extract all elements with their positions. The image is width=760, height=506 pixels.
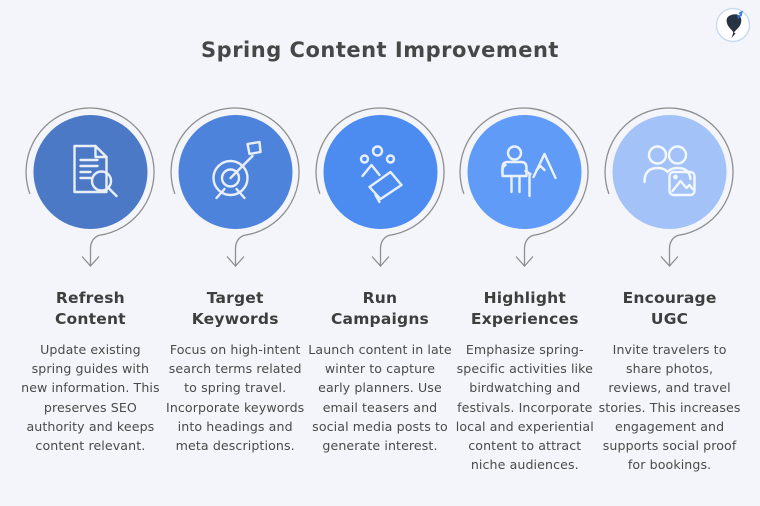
step-circle [612,115,727,229]
loop-arrow-decoration [170,107,300,267]
users-photo-icon [643,145,696,197]
bird-logo-body [726,14,742,34]
step-circle-graphic [604,107,734,267]
step-encourage-ugc: Encourage UGC Invite travelers to share … [597,90,742,475]
step-circle-graphic [314,107,445,267]
loop-arrow-decoration [25,107,155,267]
step-run-campaigns: Run Campaigns Launch content in late win… [308,90,453,475]
target-dart-icon [212,140,262,200]
steps-row: Refresh Content Update existing spring g… [18,90,742,475]
step-refresh-content: Refresh Content Update existing spring g… [18,90,163,475]
megaphone-icon [359,145,403,204]
step-description: Update existing spring guides with new i… [21,341,160,454]
step-highlight-experiences: Highlight Experiences Emphasize spring-s… [452,90,597,475]
loop-arrow-decoration [604,107,734,267]
page-title: Spring Content Improvement [201,38,559,62]
step-title: Encourage UGC [622,289,717,329]
bird-logo [715,7,751,43]
step-circle [323,115,437,229]
loop-arrow-decoration [459,107,589,267]
step-circle-graphic [170,107,300,267]
loop-arrow-decoration [314,107,445,267]
step-circle [467,115,582,229]
hiker-mountain-icon [501,145,557,198]
step-title: Run Campaigns [330,289,429,329]
step-title: Target Keywords [191,289,279,329]
step-description: Launch content in late winter to capture… [308,341,452,454]
step-circle-graphic [459,107,589,267]
step-title: Highlight Experiences [470,289,579,329]
bird-logo-wing [738,10,743,17]
step-description: Focus on high-intent search terms relate… [166,341,305,454]
step-description: Invite travelers to share photos, review… [598,341,741,473]
step-description: Emphasize spring-specific activities lik… [455,341,594,473]
step-target-keywords: Target Keywords Focus on high-intent sea… [163,90,308,475]
step-circle-graphic [25,107,155,267]
document-search-icon [73,144,118,198]
step-title: Refresh Content [54,289,126,329]
